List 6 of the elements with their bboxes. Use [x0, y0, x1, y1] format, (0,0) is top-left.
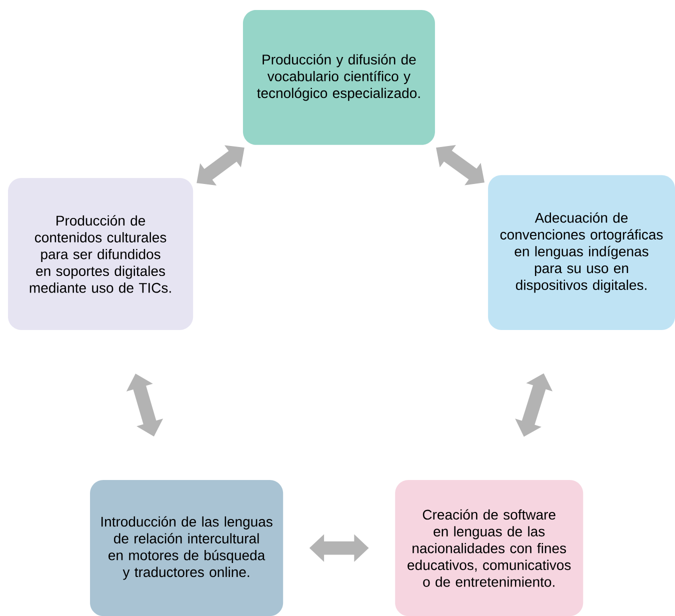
process-box: Introducción de las lenguas de relación intercultural en motores de búsqueda y traductores online.	[90, 480, 284, 616]
process-box: Producción de contenidos culturales para ser difundidos en soportes digitales mediante uso de TICs.	[8, 178, 194, 330]
process-box: Creación de software en lenguas de las nacionalidades con fines educativos, comunicativos o de entretenimiento.	[395, 480, 584, 616]
process-box: Adecuación de convenciones ortográficas en lenguas indígenas para su uso en dispositivos digitales.	[488, 175, 675, 330]
process-box: Producción y difusión de vocabulario científico y tecnológico especializado.	[242, 10, 435, 145]
double-arrow	[196, 145, 244, 186]
